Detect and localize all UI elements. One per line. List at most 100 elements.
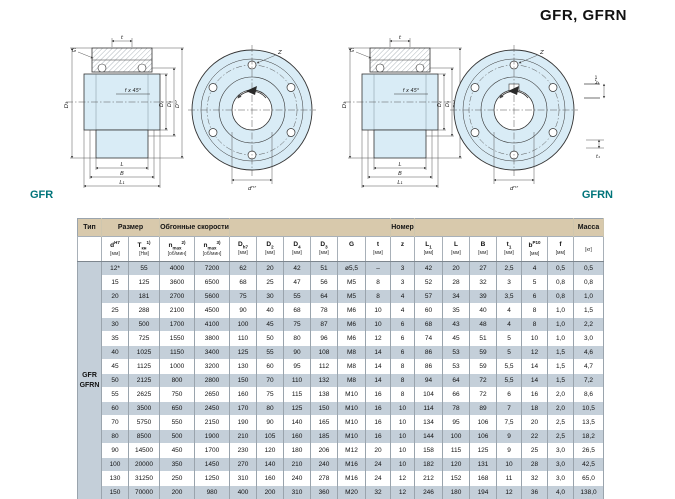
spec-cell: 9 <box>496 429 522 444</box>
spec-cell: 0,8 <box>547 289 574 304</box>
spec-cell: 20000 <box>128 457 160 472</box>
column-header-cell: nmax2)[об/мин] <box>159 236 195 262</box>
spec-cell: 20 <box>101 289 129 304</box>
spec-cell: 180 <box>283 443 311 458</box>
spec-cell: 14 <box>521 359 548 374</box>
column-header-cell: [кг] <box>573 236 604 262</box>
spec-cell: 65,0 <box>573 471 604 486</box>
spec-cell: 130 <box>101 471 129 486</box>
spec-cell: 4500 <box>194 303 230 318</box>
unit-label <box>338 251 365 256</box>
spec-cell: 110 <box>229 331 257 346</box>
spec-cell: 8 <box>521 303 548 318</box>
spec-cell: 45 <box>442 331 470 346</box>
column-header-cell: z <box>390 236 415 262</box>
spec-cell: 8 <box>521 317 548 332</box>
spec-cell: 4 <box>496 317 522 332</box>
spec-cell: 130 <box>229 359 257 374</box>
spec-cell: 240 <box>310 457 338 472</box>
spec-cell: 94 <box>414 373 443 388</box>
spec-cell: 3,0 <box>547 471 574 486</box>
spec-cell: 68 <box>414 317 443 332</box>
spec-cell: 112 <box>310 359 338 374</box>
spec-cell: 86 <box>414 345 443 360</box>
spec-cell: 2125 <box>128 373 160 388</box>
spec-cell: 14 <box>365 373 391 388</box>
spec-cell: 750 <box>159 387 195 402</box>
spec-cell: 74 <box>414 331 443 346</box>
spec-cell: 48 <box>469 317 497 332</box>
gfrn-section-dims <box>348 38 462 188</box>
spec-cell: 15 <box>101 275 129 290</box>
column-header-cell: bP10[мм] <box>521 236 548 262</box>
spec-cell: 55 <box>101 387 129 402</box>
spec-cell: 1,5 <box>573 303 604 318</box>
dim-label-Z: Z <box>539 50 544 56</box>
spec-cell: 16 <box>365 401 391 416</box>
unit-label: [мм] <box>265 250 275 257</box>
spec-cell: 3,5 <box>496 289 522 304</box>
spec-cell: 0,8 <box>573 275 604 290</box>
spec-cell: 12* <box>101 261 129 276</box>
spec-cell: 4 <box>390 289 415 304</box>
spec-cell: 3800 <box>194 331 230 346</box>
spec-cell: 18 <box>521 401 548 416</box>
spec-cell: 10 <box>365 303 391 318</box>
spec-cell: 80 <box>101 429 129 444</box>
spec-cell: 500 <box>128 317 160 332</box>
spec-cell: 100 <box>442 429 470 444</box>
spec-cell: 3400 <box>194 345 230 360</box>
spec-cell: 725 <box>128 331 160 346</box>
spec-cell: 212 <box>414 471 443 486</box>
spec-cell: 288 <box>128 303 160 318</box>
spec-cell: 110 <box>283 373 311 388</box>
spec-cell: 206 <box>310 443 338 458</box>
spec-cell: 4 <box>496 303 522 318</box>
sprag-element <box>246 86 257 95</box>
spec-cell: 1450 <box>194 457 230 472</box>
spec-cell: 45 <box>101 359 129 374</box>
spec-cell: 60 <box>256 359 284 374</box>
spec-cell: 360 <box>310 485 338 499</box>
column-header-cell: L1[мм] <box>414 236 443 262</box>
spec-cell: 53 <box>442 345 470 360</box>
spec-cell: 106 <box>469 429 497 444</box>
spec-cell: 70000 <box>128 485 160 499</box>
column-header-cell: D3[мм] <box>310 236 338 262</box>
spec-cell: 105 <box>256 429 284 444</box>
spec-cell: 55 <box>128 261 160 276</box>
spec-cell: 2,0 <box>547 387 574 402</box>
spec-cell: 5,5 <box>496 373 522 388</box>
spec-cell: 180 <box>442 485 470 499</box>
spec-cell: 25 <box>101 303 129 318</box>
spec-cell: 1,5 <box>547 373 574 388</box>
spec-cell: 144 <box>414 429 443 444</box>
spec-cell: 14 <box>365 345 391 360</box>
spec-cell: 3 <box>496 275 522 290</box>
unit-label: [мм] <box>110 250 120 257</box>
spec-cell: 55 <box>256 345 284 360</box>
unit-label: [об/мин] <box>167 251 187 258</box>
spec-cell: 43 <box>442 317 470 332</box>
spec-cell: 115 <box>442 443 470 458</box>
spec-cell: 246 <box>414 485 443 499</box>
spec-cell: 10 <box>390 443 415 458</box>
spec-cell: 40 <box>101 345 129 360</box>
spec-cell: 12 <box>390 485 415 499</box>
spec-cell: 96 <box>310 331 338 346</box>
bearing-ball <box>137 63 147 73</box>
spec-cell: 182 <box>414 457 443 472</box>
spec-cell: 1,0 <box>573 289 604 304</box>
spec-cell: 70 <box>256 373 284 388</box>
spec-cell: M8 <box>337 373 366 388</box>
spec-cell: 200 <box>256 485 284 499</box>
spec-cell: 62 <box>229 261 257 276</box>
spec-cell: 40 <box>469 303 497 318</box>
spec-cell: 10 <box>390 457 415 472</box>
spec-cell: 185 <box>310 429 338 444</box>
dim-label-bP10: bᴾ¹⁰ <box>595 75 601 84</box>
